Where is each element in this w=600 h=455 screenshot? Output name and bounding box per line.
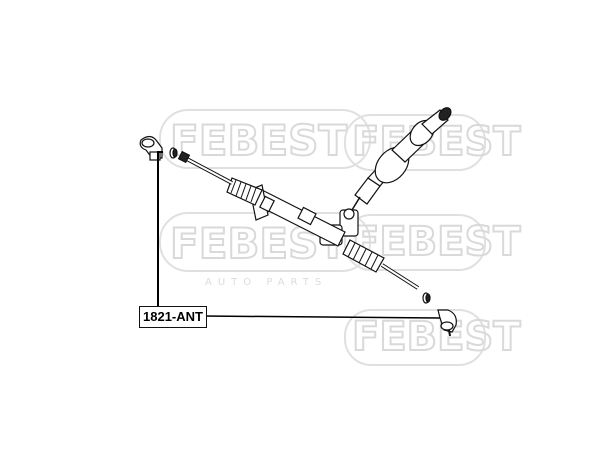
- left-lock-nut: [169, 147, 178, 159]
- watermark-bottom: FEBEST: [344, 309, 522, 366]
- steering-column-shaft: [351, 107, 452, 211]
- part-number-label: 1821-ANT: [139, 306, 207, 328]
- right-inner-tie-rod: [380, 263, 420, 290]
- watermark-subtitle-1: AUTO PARTS: [205, 277, 327, 288]
- callout-leader: [157, 151, 441, 319]
- left-inner-tie-rod: [177, 150, 233, 185]
- watermark-top: FEBEST: [159, 109, 371, 169]
- watermark-brand-1: FEBEST: [170, 116, 347, 165]
- right-tie-rod-end: [437, 309, 457, 337]
- watermark-brand-5: FEBEST: [352, 314, 521, 360]
- right-bellows-boot: [342, 239, 385, 273]
- watermark-middle: FEBEST AUTO PARTS: [159, 212, 371, 288]
- left-tie-rod-end: [139, 135, 163, 161]
- watermark-right-middle: FEBEST: [344, 214, 522, 271]
- left-bellows-boot: [226, 177, 263, 206]
- right-lock-nut: [422, 292, 431, 304]
